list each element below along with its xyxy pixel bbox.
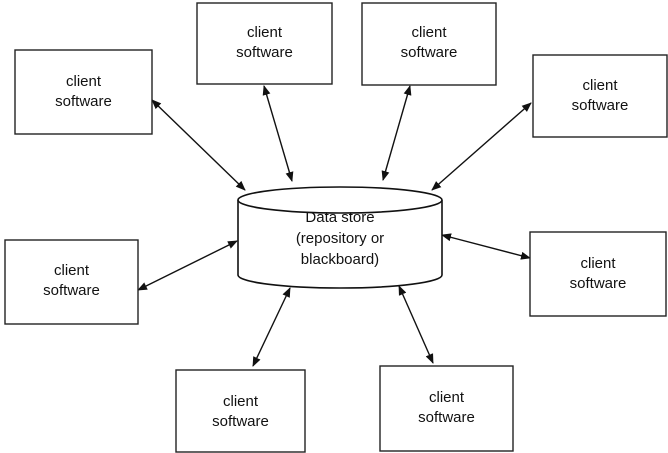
client-box-frame xyxy=(14,49,153,135)
client-box-frame xyxy=(175,369,306,453)
connectors xyxy=(137,85,532,367)
client-box-top-center-left: client software xyxy=(196,2,333,85)
connector-top-left xyxy=(151,99,246,191)
client-box-top-right: client software xyxy=(532,54,668,138)
client-box-middle-right: client software xyxy=(529,231,667,317)
client-box-frame xyxy=(4,239,139,325)
data-store-label-line1: Data store xyxy=(305,209,374,226)
client-box-label-line1: client xyxy=(54,262,90,279)
client-box-frame xyxy=(361,2,497,86)
connector-middle-right xyxy=(441,233,531,260)
client-box-bottom-left: client software xyxy=(175,369,306,453)
client-box-frame xyxy=(196,2,333,85)
client-box-label-line1: client xyxy=(429,389,465,406)
client-box-label-line2: software xyxy=(236,44,293,61)
client-box-label-line1: client xyxy=(247,24,283,41)
connector-top-center-right xyxy=(381,85,412,181)
client-box-frame xyxy=(529,231,667,317)
data-store-label-line3: blackboard) xyxy=(301,251,379,268)
client-box-label-line1: client xyxy=(223,393,259,410)
client-box-label-line2: software xyxy=(43,282,100,299)
data-store-cylinder: Data store (repository or blackboard) xyxy=(237,186,443,289)
connector-top-right xyxy=(431,102,532,191)
client-box-bottom-right: client software xyxy=(379,365,514,452)
client-box-label-line1: client xyxy=(411,24,447,41)
cylinder-body xyxy=(237,200,443,289)
client-box-label-line2: software xyxy=(212,413,269,430)
client-box-top-left: client software xyxy=(14,49,153,135)
client-box-label-line2: software xyxy=(572,97,629,114)
client-box-top-center-right: client software xyxy=(361,2,497,86)
connector-bottom-left xyxy=(252,287,291,367)
client-box-label-line2: software xyxy=(401,44,458,61)
client-box-label-line2: software xyxy=(570,275,627,292)
client-box-label-line2: software xyxy=(55,93,112,110)
client-box-label-line1: client xyxy=(582,77,618,94)
connector-bottom-right xyxy=(398,285,434,364)
client-box-label-line1: client xyxy=(580,255,616,272)
connector-middle-left xyxy=(137,240,238,291)
cylinder-top xyxy=(237,186,443,214)
client-box-frame xyxy=(379,365,514,452)
client-box-middle-left: client software xyxy=(4,239,139,325)
client-box-label-line1: client xyxy=(66,73,102,90)
client-box-label-line2: software xyxy=(418,409,475,426)
connector-top-center-left xyxy=(262,85,294,182)
data-store-label-line2: (repository or xyxy=(296,230,384,247)
client-box-frame xyxy=(532,54,668,138)
